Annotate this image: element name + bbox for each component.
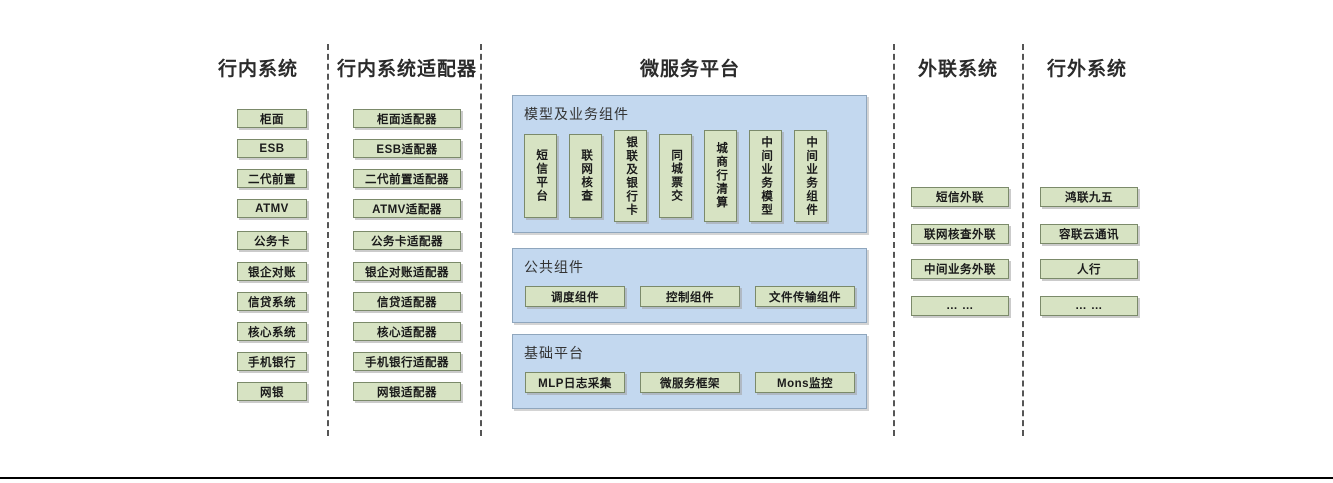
divider-2 xyxy=(480,44,482,436)
node-external-link-system[interactable]: … … xyxy=(911,296,1009,316)
node-outside-system[interactable]: 容联云通讯 xyxy=(1040,224,1138,244)
bottom-rule xyxy=(0,477,1333,479)
panel-title-base-platform: 基础平台 xyxy=(524,345,584,361)
node-base-platform-component[interactable]: 微服务框架 xyxy=(640,372,740,393)
panel-title-model-business-components: 模型及业务组件 xyxy=(524,106,629,122)
node-external-link-system[interactable]: 中间业务外联 xyxy=(911,259,1009,279)
node-inner-system[interactable]: 核心系统 xyxy=(237,322,307,341)
node-model-component[interactable]: 短信平台 xyxy=(524,134,557,218)
node-public-component[interactable]: 文件传输组件 xyxy=(755,286,855,307)
node-inner-adapter[interactable]: 信贷适配器 xyxy=(353,292,461,311)
column-title-inner-systems: 行内系统 xyxy=(217,59,298,80)
node-outside-system[interactable]: … … xyxy=(1040,296,1138,316)
node-inner-system[interactable]: ESB xyxy=(237,139,307,158)
node-inner-system[interactable]: 银企对账 xyxy=(237,262,307,281)
column-title-inner-adapters: 行内系统适配器 xyxy=(337,59,478,80)
node-inner-system[interactable]: 网银 xyxy=(237,382,307,401)
node-model-component[interactable]: 中间业务组件 xyxy=(794,130,827,222)
node-inner-system[interactable]: 公务卡 xyxy=(237,231,307,250)
node-inner-adapter[interactable]: 柜面适配器 xyxy=(353,109,461,128)
node-inner-adapter[interactable]: 二代前置适配器 xyxy=(353,169,461,188)
node-external-link-system[interactable]: 短信外联 xyxy=(911,187,1009,207)
node-inner-system[interactable]: ATMV xyxy=(237,199,307,218)
node-inner-adapter[interactable]: 网银适配器 xyxy=(353,382,461,401)
node-outside-system[interactable]: 鸿联九五 xyxy=(1040,187,1138,207)
node-inner-adapter[interactable]: 银企对账适配器 xyxy=(353,262,461,281)
node-inner-adapter[interactable]: 手机银行适配器 xyxy=(353,352,461,371)
panel-title-public-components: 公共组件 xyxy=(524,259,584,275)
node-external-link-system[interactable]: 联网核查外联 xyxy=(911,224,1009,244)
divider-4 xyxy=(1022,44,1024,436)
node-base-platform-component[interactable]: Mons监控 xyxy=(755,372,855,393)
node-model-component[interactable]: 城商行清算 xyxy=(704,130,737,222)
node-inner-adapter[interactable]: ESB适配器 xyxy=(353,139,461,158)
node-model-component[interactable]: 联网核查 xyxy=(569,134,602,218)
column-title-outside-systems: 行外系统 xyxy=(1046,59,1127,80)
panel-base-platform xyxy=(512,334,867,409)
column-title-external-link-systems: 外联系统 xyxy=(917,59,998,80)
node-model-component[interactable]: 同城票交 xyxy=(659,134,692,218)
node-model-component[interactable]: 中间业务模型 xyxy=(749,130,782,222)
divider-3 xyxy=(893,44,895,436)
divider-1 xyxy=(327,44,329,436)
node-public-component[interactable]: 调度组件 xyxy=(525,286,625,307)
node-public-component[interactable]: 控制组件 xyxy=(640,286,740,307)
node-model-component[interactable]: 银联及银行卡 xyxy=(614,130,647,222)
column-title-microservice-platform: 微服务平台 xyxy=(639,59,740,80)
node-inner-adapter[interactable]: 公务卡适配器 xyxy=(353,231,461,250)
node-base-platform-component[interactable]: MLP日志采集 xyxy=(525,372,625,393)
node-inner-system[interactable]: 柜面 xyxy=(237,109,307,128)
panel-public-components xyxy=(512,248,867,323)
node-inner-system[interactable]: 二代前置 xyxy=(237,169,307,188)
node-inner-adapter[interactable]: ATMV适配器 xyxy=(353,199,461,218)
node-inner-system[interactable]: 手机银行 xyxy=(237,352,307,371)
node-outside-system[interactable]: 人行 xyxy=(1040,259,1138,279)
node-inner-adapter[interactable]: 核心适配器 xyxy=(353,322,461,341)
node-inner-system[interactable]: 信贷系统 xyxy=(237,292,307,311)
